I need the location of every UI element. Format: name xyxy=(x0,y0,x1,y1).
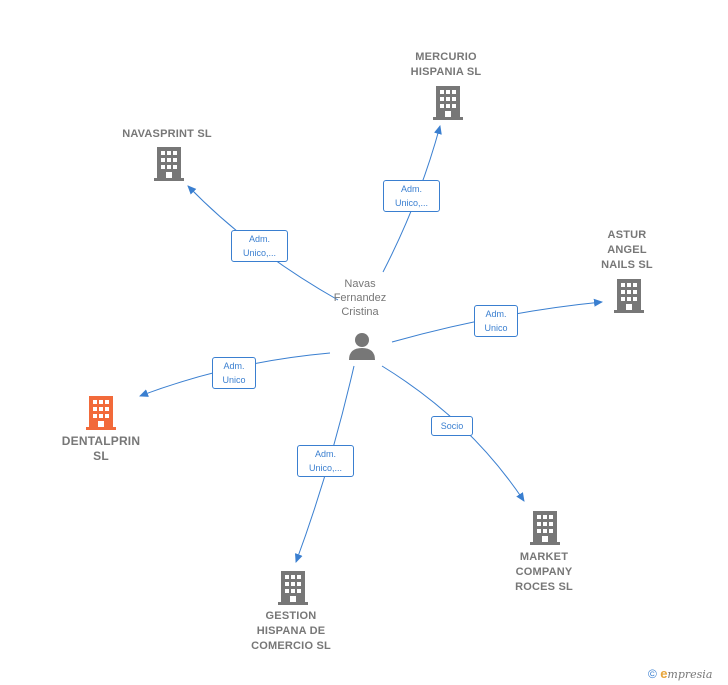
brand-logo-e: e xyxy=(660,666,668,681)
node-label-gestion[interactable]: GESTION HISPANA DE COMERCIO SL xyxy=(251,610,331,652)
building-icon[interactable] xyxy=(433,86,463,120)
edge-label-mercurio[interactable]: Adm. Unico,... xyxy=(383,180,440,212)
edge-label-dentalprin[interactable]: Adm. Unico xyxy=(212,357,256,389)
node-label-market[interactable]: MARKET COMPANY ROCES SL xyxy=(515,551,573,593)
building-icon[interactable] xyxy=(278,571,308,605)
building-icon[interactable] xyxy=(614,279,644,313)
building-icon-highlighted[interactable] xyxy=(86,396,116,430)
copyright-icon: © xyxy=(648,667,657,681)
person-icon[interactable] xyxy=(347,331,377,361)
node-label-navasprint[interactable]: NAVASPRINT SL xyxy=(122,128,212,140)
building-icon[interactable] xyxy=(530,511,560,545)
node-label-dentalprin[interactable]: DENTALPRIN SL xyxy=(61,434,141,463)
footer-brand[interactable]: © empresia xyxy=(648,666,712,681)
edge-label-astur[interactable]: Adm. Unico xyxy=(474,305,518,337)
edge-label-gestion[interactable]: Adm. Unico,... xyxy=(297,445,354,477)
edge-label-market[interactable]: Socio xyxy=(431,416,473,436)
center-person-name[interactable]: Navas Fernandez Cristina xyxy=(333,278,387,318)
node-label-mercurio[interactable]: MERCURIO HISPANIA SL xyxy=(410,51,482,78)
brand-logo-text: mpresia xyxy=(667,668,713,681)
edge-label-navasprint[interactable]: Adm. Unico,... xyxy=(231,230,288,262)
node-label-astur[interactable]: ASTUR ANGEL NAILS SL xyxy=(601,229,653,271)
building-icon[interactable] xyxy=(154,147,184,181)
